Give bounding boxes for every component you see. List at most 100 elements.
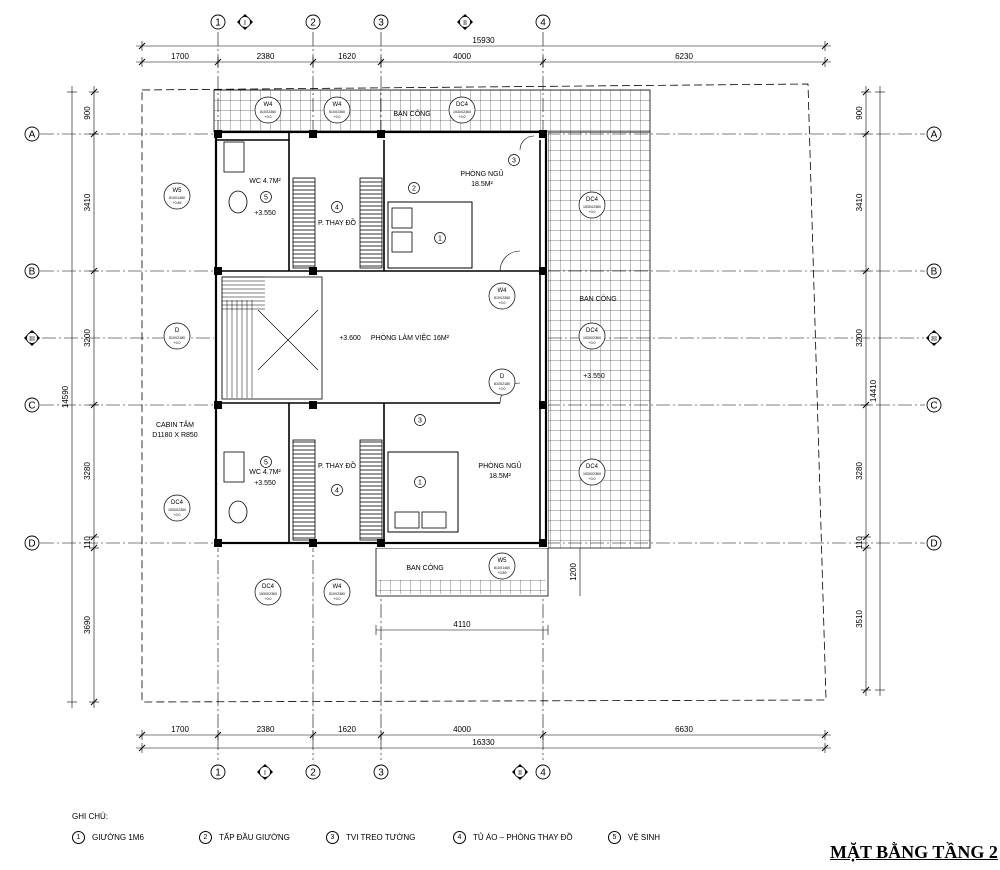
room-name: PHÒNG NGỦ <box>478 461 521 470</box>
column <box>539 539 547 547</box>
room-name: P. THAY ĐỒ <box>318 217 357 227</box>
tag-size: 810X2360 <box>494 296 510 300</box>
furniture-mark <box>331 201 343 213</box>
tag-size: 810X1460 <box>494 566 510 570</box>
room-name: BAN CÔNG <box>579 294 616 303</box>
legend-label: GIƯỜNG 1M6 <box>92 833 144 842</box>
section-mark: III <box>926 330 942 346</box>
furniture-mark <box>414 414 426 426</box>
grid-label: 3 <box>378 18 384 29</box>
tag-sill: +0.0 <box>499 301 506 305</box>
tag-sill: +0.89 <box>173 201 182 205</box>
legend-title: GHI CHÚ: <box>72 812 108 821</box>
grid-label: 1 <box>215 768 221 779</box>
roof-outline <box>141 83 827 703</box>
window-tag: W4 810X2360+0.0 <box>323 578 351 606</box>
tag-size: 810X2360 <box>260 110 276 114</box>
section-label: III <box>931 336 937 343</box>
tag-bubble <box>163 494 191 522</box>
dim-slash <box>821 58 829 66</box>
section-bubble <box>26 332 38 344</box>
room-name: BAN CÔNG <box>406 563 443 572</box>
section-bubble <box>259 766 271 778</box>
furniture-mark <box>408 182 420 194</box>
furniture-mark <box>260 191 272 203</box>
tag-code: W4 <box>333 584 343 590</box>
dim-text: 110 <box>83 536 92 549</box>
room-area: 18.5M² <box>471 181 493 188</box>
grid-label: D <box>28 539 35 550</box>
tag-sill: +0.0 <box>174 341 181 345</box>
tag-code: W4 <box>498 288 508 294</box>
dim-total-text: 14590 <box>61 385 70 408</box>
door-swing <box>499 250 521 272</box>
room-level: +3.550 <box>254 480 276 487</box>
dim-total-text: 16330 <box>472 738 495 747</box>
dim-slash <box>539 58 547 66</box>
cabin-label: CABIN TẮM <box>156 420 194 429</box>
tag-sill: +0.0 <box>334 115 341 119</box>
toilet <box>228 500 248 524</box>
furniture-mark-number: 4 <box>335 488 339 495</box>
wardrobe <box>292 439 316 541</box>
dim-text: 1620 <box>338 52 356 61</box>
dim-slash <box>862 533 870 541</box>
tag-sill: +0.0 <box>334 597 341 601</box>
dim-text: 6630 <box>675 725 693 734</box>
tag-sill: +0.0 <box>589 210 596 214</box>
wardrobe <box>359 439 383 541</box>
door-swing <box>519 135 535 151</box>
grid-label: 4 <box>540 18 546 29</box>
dim-slash <box>862 686 870 694</box>
tag-sill: +0.89 <box>498 571 507 575</box>
dim-text: 1200 <box>569 563 578 581</box>
grid-label: 3 <box>378 768 384 779</box>
dim-slash <box>138 744 146 752</box>
dim-slash <box>862 401 870 409</box>
furniture-mark-number: 1 <box>418 480 422 487</box>
tag-code: DC4 <box>171 500 184 506</box>
dim-text: 4000 <box>453 725 471 734</box>
balcony-top-tiles <box>213 89 651 133</box>
basin <box>223 451 245 483</box>
dim-slash <box>309 731 317 739</box>
dim-text: 2380 <box>257 52 275 61</box>
section-mark: III <box>24 330 40 346</box>
tag-bubble <box>163 322 191 350</box>
tag-sill: +0.0 <box>459 115 466 119</box>
grid-bubble <box>926 535 942 551</box>
dim-text: 3410 <box>855 193 864 211</box>
column <box>214 401 222 409</box>
furniture-mark-number: 5 <box>264 460 268 467</box>
dim-text: 900 <box>83 106 92 120</box>
dim-slash <box>214 58 222 66</box>
dim-slash <box>138 42 146 50</box>
room-level: +3.600 <box>339 335 361 342</box>
dim-text: 3690 <box>83 616 92 634</box>
tag-code: DC4 <box>586 197 599 203</box>
room-labels: W4810X2360+0.0W4810X2360+0.0DC41530X2360… <box>152 96 617 606</box>
room-name: P. THAY ĐỒ <box>318 460 357 470</box>
room-name: BAN CÔNG <box>393 109 430 118</box>
dim-slash <box>138 58 146 66</box>
legend-number: 4 <box>453 831 466 844</box>
furniture-mark <box>260 456 272 468</box>
pillow <box>391 207 413 229</box>
tag-code: DC4 <box>586 328 599 334</box>
column <box>539 401 547 409</box>
tag-code: DC4 <box>262 584 275 590</box>
tag-size: 810X2360 <box>329 592 345 596</box>
grid-bubble <box>373 14 389 30</box>
section-label: I <box>264 770 266 777</box>
